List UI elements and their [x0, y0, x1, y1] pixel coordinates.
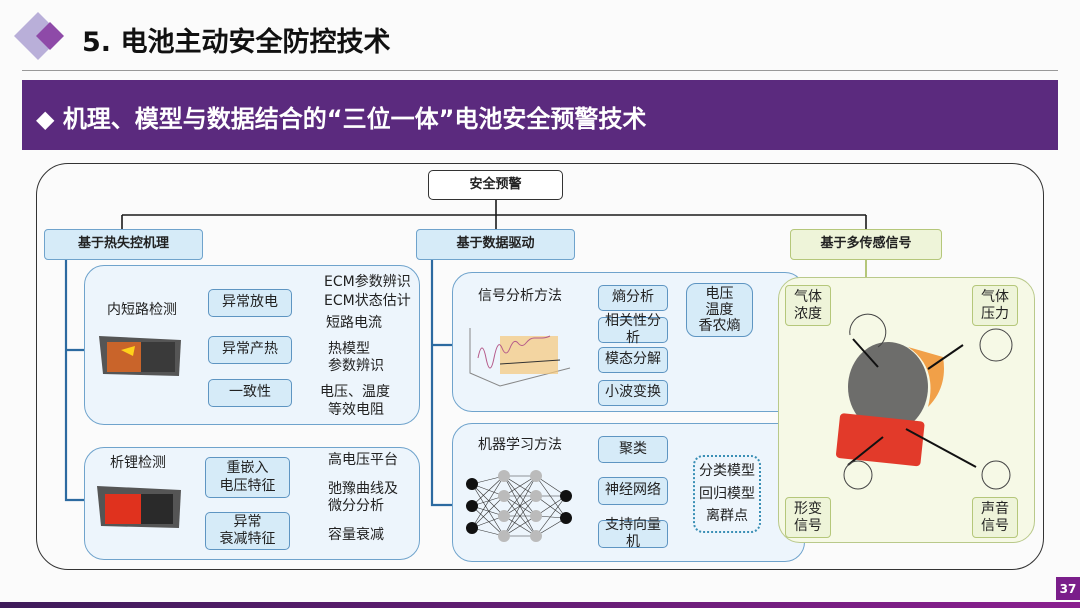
detail: ECM状态估计	[324, 293, 411, 309]
item-wavelet: 小波变换	[598, 380, 668, 406]
nn-node	[466, 522, 478, 534]
panel-title: 析锂检测	[110, 455, 166, 471]
footer-bar	[0, 602, 1080, 608]
item-neural-network: 神经网络	[598, 477, 668, 505]
nn-node	[560, 512, 572, 524]
page-title: 5. 电池主动安全防控技术	[82, 27, 391, 58]
neural-network-image	[466, 470, 572, 542]
panel-title: 机器学习方法	[478, 437, 562, 453]
battery-short-circuit-image	[99, 336, 181, 376]
detail: 容量衰减	[328, 527, 384, 543]
category-sensors: 基于多传感信号	[790, 229, 942, 260]
nn-node	[498, 490, 510, 502]
item-reinsertion-voltage: 重嵌入 电压特征	[205, 457, 290, 498]
panel-title: 内短路检测	[107, 302, 177, 318]
root-node: 安全预警	[428, 170, 563, 200]
detail: 微分分析	[328, 498, 384, 514]
sensor-gas-pressure: 气体 压力	[972, 285, 1018, 326]
gas-sensor-icon	[849, 313, 887, 348]
detail: 高电压平台	[328, 452, 398, 468]
sensor-gas-concentration: 气体 浓度	[785, 285, 831, 326]
item-abnormal-fade: 异常 衰减特征	[205, 512, 290, 550]
nn-node	[466, 478, 478, 490]
detail: 弛豫曲线及	[328, 481, 398, 497]
sound-sensor-icon	[981, 460, 1011, 490]
divider	[22, 70, 1058, 71]
item-clustering: 聚类	[598, 436, 668, 463]
nn-node	[466, 500, 478, 512]
panel-title: 信号分析方法	[478, 288, 562, 304]
item-abnormal-heat: 异常产热	[208, 336, 292, 364]
category-data: 基于数据驱动	[416, 229, 575, 260]
nn-node	[498, 530, 510, 542]
nn-node	[530, 510, 542, 522]
detail: 电压、温度	[320, 384, 390, 400]
detail: ECM参数辨识	[324, 274, 411, 290]
ml-result: 分类模型	[699, 463, 755, 480]
sensor-sound: 声音 信号	[972, 497, 1018, 538]
item-svm: 支持向量机	[598, 517, 668, 550]
nn-node	[530, 490, 542, 502]
item-correlation: 相关性分析	[598, 313, 668, 346]
signal-result: 电压 温度 香农熵	[686, 283, 753, 337]
nn-node	[498, 510, 510, 522]
signal-plot-image	[469, 328, 571, 387]
category-thermal: 基于热失控机理	[44, 229, 203, 260]
detail: 热模型	[328, 341, 370, 357]
ml-result: 回归模型	[699, 485, 755, 502]
pressure-gauge-icon	[979, 328, 1013, 362]
item-entropy: 熵分析	[598, 285, 668, 311]
nn-node	[498, 470, 510, 482]
nn-node	[530, 530, 542, 542]
item-modal: 模态分解	[598, 347, 668, 373]
page-number: 37	[1056, 577, 1080, 600]
diamond-icon-dark	[36, 22, 64, 50]
nn-node	[560, 490, 572, 502]
item-consistency: 一致性	[208, 379, 292, 407]
item-abnormal-discharge: 异常放电	[208, 289, 292, 317]
nn-node	[530, 470, 542, 482]
diagram-frame	[36, 163, 1044, 570]
section-banner: ◆ 机理、模型与数据结合的“三位一体”电池安全预警技术	[22, 80, 1058, 150]
detail: 短路电流	[326, 315, 382, 331]
ml-result: 离群点	[706, 508, 748, 525]
strain-sensor-icon	[843, 460, 873, 490]
detail: 等效电阻	[328, 402, 384, 418]
sensor-deformation: 形变 信号	[785, 497, 831, 538]
ml-results: 分类模型 回归模型 离群点	[693, 455, 761, 533]
detail: 参数辨识	[328, 358, 384, 374]
battery-plating-image	[97, 486, 181, 528]
thermal-runaway-image	[836, 313, 1013, 490]
